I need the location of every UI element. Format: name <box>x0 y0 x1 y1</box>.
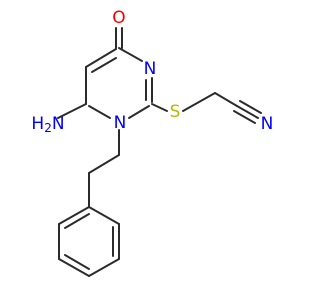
bond-c6-nh2 <box>57 103 87 119</box>
bond-ph-4 <box>58 258 90 277</box>
bond-ph-4-double <box>64 254 90 270</box>
bond-nitrile-2 <box>239 100 262 114</box>
bond-ch2-cn <box>214 92 238 107</box>
atom-label-n3: N <box>144 59 157 79</box>
molecule-diagram: O N N S N H2N <box>31 8 274 277</box>
bond-ph-6-double <box>64 213 90 229</box>
bond-ph-6 <box>58 206 90 225</box>
atom-label-nitrile-n: N <box>261 114 274 134</box>
bond-ph-3 <box>88 258 120 277</box>
atom-label-sulfur: S <box>170 102 181 122</box>
bond-ph-1 <box>88 206 120 225</box>
bond-c4-n3 <box>118 47 143 62</box>
bond-n1-c6 <box>88 105 111 119</box>
bond-c2-s <box>151 103 168 112</box>
bond-c5-c4-double <box>91 57 117 73</box>
bond-c2-n1 <box>128 105 150 119</box>
atom-label-n1: N <box>114 113 127 133</box>
atom-label-amino: H2N <box>31 114 64 135</box>
bond-s-ch2 <box>182 92 216 112</box>
bond-ch2-ch2 <box>88 154 120 174</box>
bond-c5-c4 <box>85 48 117 68</box>
molecule-structure: O N N S N H2N <box>31 8 274 277</box>
bond-nitrile-1 <box>236 105 259 119</box>
bond-nitrile-3 <box>233 110 256 124</box>
atom-label-oxygen: O <box>112 8 125 28</box>
